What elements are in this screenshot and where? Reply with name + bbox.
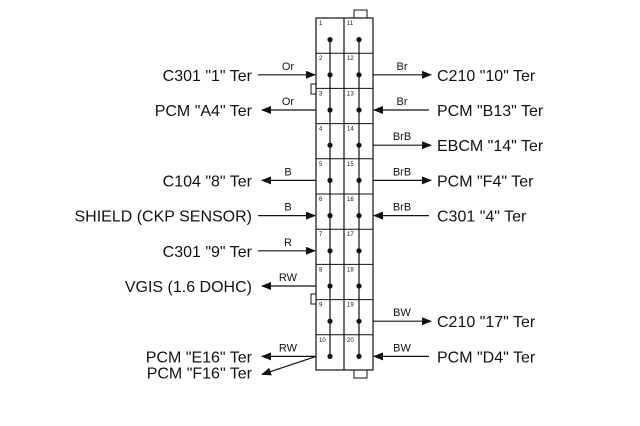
terminal-dot-8 (327, 283, 333, 289)
terminal-dot-4 (327, 142, 333, 148)
left-connection: PCM "E16" Ter RW (146, 342, 316, 366)
wire-color-code: BrB (393, 166, 411, 178)
connector-top-latch (353, 9, 368, 19)
terminal-dot-9 (327, 318, 333, 324)
pin-number-7: 7 (319, 232, 323, 238)
left-connection: C301 "9" Ter R (163, 237, 316, 261)
pin-number-13: 13 (347, 91, 354, 97)
right-connection: BW PCM "D4" Ter (373, 342, 536, 366)
right-connection: BrB EBCM "14" Ter (373, 131, 544, 155)
circuit-label: PCM "F16" Ter (147, 365, 253, 382)
terminal-dot-5 (327, 177, 333, 183)
terminal-dot-13 (356, 107, 362, 113)
pin-number-14: 14 (347, 127, 354, 133)
terminal-dot-15 (356, 177, 362, 183)
circuit-label: PCM "F4" Ter (437, 173, 534, 190)
terminal-dot-7 (327, 248, 333, 254)
right-connection: BW C210 "17" Ter (373, 307, 536, 331)
wire-color-code: RW (279, 342, 298, 354)
left-connection: PCM "A4" Ter Or (155, 96, 316, 120)
wire-color-code: B (284, 202, 291, 214)
wire-color-code: Br (397, 96, 408, 108)
circuit-label: C301 "1" Ter (163, 68, 253, 85)
pin-number-10: 10 (319, 338, 326, 344)
circuit-label: C104 "8" Ter (163, 173, 253, 190)
circuit-label: PCM "B13" Ter (437, 103, 544, 120)
pin-number-12: 12 (347, 56, 354, 62)
circuit-label: PCM "D4" Ter (437, 349, 536, 366)
terminal-dot-20 (356, 353, 362, 359)
right-connection: BrB C301 "4" Ter (373, 202, 527, 226)
connector-bottom-latch (353, 369, 368, 379)
left-connection: C104 "8" Ter B (163, 166, 316, 190)
terminal-dot-18 (356, 283, 362, 289)
terminal-dot-10 (327, 353, 333, 359)
left-connection: C301 "1" Ter Or (163, 61, 316, 85)
pin-number-20: 20 (347, 338, 354, 344)
terminal-dot-17 (356, 248, 362, 254)
wire-color-code: BW (393, 342, 411, 354)
wire-color-code: B (284, 166, 291, 178)
pin-number-4: 4 (319, 127, 323, 133)
wire-color-code: Or (282, 96, 295, 108)
pin-number-6: 6 (319, 197, 323, 203)
connector-left-key-bottom (310, 293, 317, 305)
pin-number-19: 19 (347, 303, 354, 309)
terminal-dot-3 (327, 107, 333, 113)
wire-color-code: BW (393, 307, 411, 319)
terminal-dot-12 (356, 72, 362, 78)
pin-number-3: 3 (319, 91, 323, 97)
signal-arrow (261, 355, 317, 376)
pin-number-1: 1 (319, 21, 323, 27)
circuit-label: C210 "17" Ter (437, 314, 536, 331)
connector-left-key-top (310, 83, 317, 95)
circuit-label: C210 "10" Ter (437, 68, 536, 85)
pin-number-11: 11 (347, 21, 354, 27)
terminal-dot-14 (356, 142, 362, 148)
circuit-label: VGIS (1.6 DOHC) (125, 279, 252, 296)
wire-color-code: Or (282, 61, 295, 73)
wire-color-code: RW (279, 272, 298, 284)
circuit-label: PCM "A4" Ter (155, 103, 253, 120)
pin-number-15: 15 (347, 162, 354, 168)
circuit-label: C301 "9" Ter (163, 244, 253, 261)
terminal-dot-1 (327, 37, 333, 43)
pin-number-9: 9 (319, 303, 323, 309)
terminal-dot-2 (327, 72, 333, 78)
circuit-label: EBCM "14" Ter (437, 138, 544, 155)
left-connection: PCM "F16" Ter (147, 355, 317, 382)
terminal-dot-19 (356, 318, 362, 324)
wire-color-code: R (284, 237, 292, 249)
left-connection: SHIELD (CKP SENSOR) B (74, 202, 316, 226)
pin-number-8: 8 (319, 267, 323, 273)
pin-number-18: 18 (347, 267, 354, 273)
terminal-dot-16 (356, 213, 362, 219)
terminal-dot-11 (356, 37, 362, 43)
wire-color-code: BrB (393, 202, 411, 214)
pin-number-5: 5 (319, 162, 323, 168)
left-connection: VGIS (1.6 DOHC) RW (125, 272, 316, 296)
pin-number-17: 17 (347, 232, 354, 238)
pin-number-2: 2 (319, 56, 323, 62)
right-connection: BrB PCM "F4" Ter (373, 166, 534, 190)
terminal-dot-6 (327, 213, 333, 219)
wire-color-code: Br (397, 61, 408, 73)
circuit-label: PCM "E16" Ter (146, 349, 253, 366)
pin-number-16: 16 (347, 197, 354, 203)
wire-color-code: BrB (393, 131, 411, 143)
circuit-label: C301 "4" Ter (437, 209, 527, 226)
circuit-label: SHIELD (CKP SENSOR) (74, 209, 252, 226)
